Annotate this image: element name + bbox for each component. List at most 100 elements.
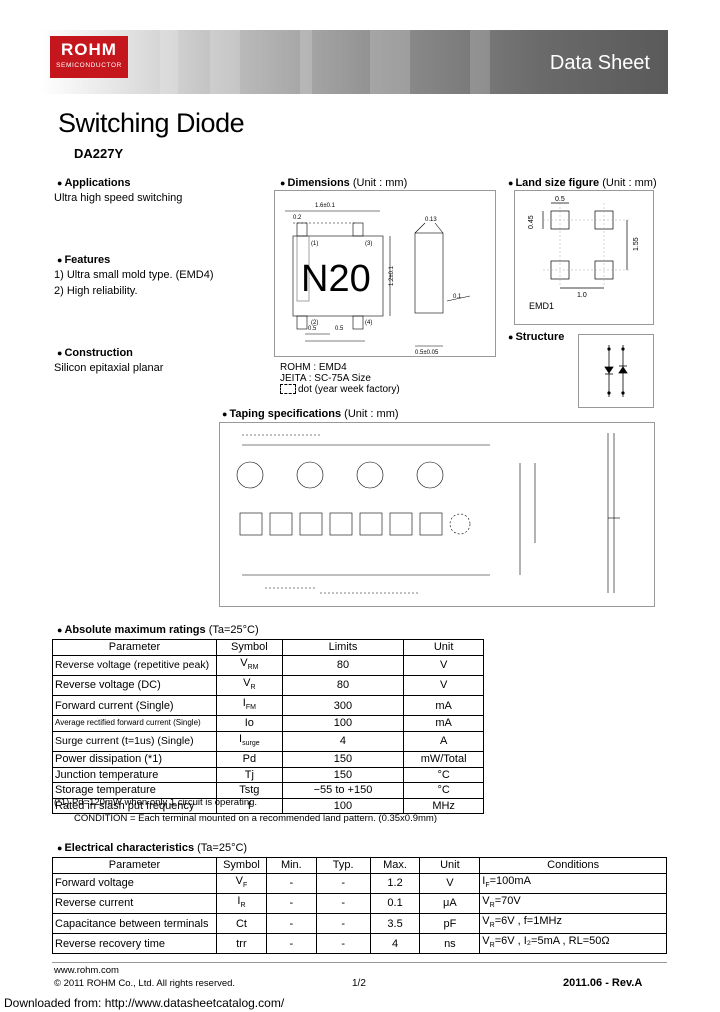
param-cell: Reverse voltage (repetitive peak) <box>52 654 217 676</box>
header-banner <box>40 30 668 94</box>
dimensions-drawing: 1.6±0.1 1.2±0.1 0.5 0.5 0.2 0.13 0.1 0.5… <box>274 190 496 357</box>
param-cell: Surge current (t=1us) (Single) <box>52 730 217 752</box>
symbol-text: V <box>240 656 248 669</box>
limit-cell: 300 <box>281 694 405 717</box>
typ-text: - <box>341 917 346 930</box>
dim-label: 1.2±0.1 <box>389 265 395 286</box>
symbol-text: Pd <box>242 753 257 766</box>
unit-text: mW/Total <box>420 753 467 766</box>
part-number: DA227Y <box>74 146 124 161</box>
unit-cell: V <box>403 654 484 676</box>
typ-text: - <box>341 937 346 950</box>
cond-rest: =6V , I₂=5mA , RL=50Ω <box>494 935 610 948</box>
symbol-text: Ct <box>235 917 247 930</box>
land-dim: 0.45 <box>528 215 535 229</box>
unit-cell: A <box>403 730 484 752</box>
param-text: Forward current (Single) <box>55 699 174 712</box>
param-cell: Forward voltage <box>52 872 217 894</box>
param-cell: Rated in slash put frequency <box>52 797 217 815</box>
land-dim: 1.0 <box>577 292 587 299</box>
unit-text: V <box>439 659 448 672</box>
dim-label: 0.13 <box>425 217 437 223</box>
symbol-cell: Io <box>215 715 283 732</box>
column-header: Parameter <box>52 857 217 874</box>
footer-divider <box>52 962 667 963</box>
limit-cell: 4 <box>281 730 405 752</box>
min-cell: - <box>265 872 317 894</box>
symbol-text: V <box>243 676 251 689</box>
param-cell: Forward current (Single) <box>52 694 217 717</box>
bullet-icon: ● <box>57 178 63 188</box>
param-text: Reverse current <box>55 897 134 910</box>
param-text: Capacitance between terminals <box>55 917 209 930</box>
symbol-text: I <box>237 894 241 907</box>
abs-max-footnote: (*1) Pd=120mW when only 1 circuit is ope… <box>54 797 258 808</box>
symbol-cell: Ct <box>215 912 267 935</box>
max-cell: 4 <box>369 933 421 955</box>
unit-text: μA <box>443 897 457 910</box>
construction-text: Silicon epitaxial planar <box>54 362 164 374</box>
column-header: Limits <box>281 639 405 656</box>
bullet-icon: ● <box>57 348 63 358</box>
cond-rest: =100mA <box>489 874 531 887</box>
cond-text: V <box>482 914 490 927</box>
construction-heading: ●Construction <box>57 347 133 359</box>
land-dim: 0.5 <box>555 196 565 203</box>
unit-cell: V <box>419 872 481 894</box>
symbol-cell: f <box>215 797 283 815</box>
symbol-cell: Pd <box>215 750 283 768</box>
symbol-cell: IFM <box>215 694 283 717</box>
cond-text: V <box>482 935 490 948</box>
typ-text: - <box>341 897 346 910</box>
symbol-cell: VF <box>215 872 267 894</box>
pin-label: (1) <box>311 241 318 247</box>
page-title: Switching Diode <box>58 108 245 138</box>
cond-subscript: R <box>489 942 495 950</box>
limit-cell: 150 <box>281 750 405 768</box>
symbol-text: trr <box>236 937 247 950</box>
dim-label: 0.5±0.05 <box>415 350 439 356</box>
max-text: 3.5 <box>387 917 403 930</box>
limit-cell: −55 to +150 <box>281 782 405 799</box>
unit-cell: MHz <box>403 797 484 815</box>
limit-text: 80 <box>336 679 350 692</box>
bullet-icon: ● <box>222 409 228 419</box>
symbol-cell: trr <box>215 933 267 955</box>
conditions-cell: VR=6V , I₂=5mA , RL=50Ω <box>479 933 667 955</box>
min-cell: - <box>265 912 317 935</box>
column-header: Conditions <box>479 857 667 874</box>
unit-text: pF <box>443 917 457 930</box>
typ-text: - <box>341 877 346 890</box>
applications-text: Ultra high speed switching <box>54 192 183 204</box>
symbol-text: Tstg <box>239 784 260 797</box>
param-cell: Capacitance between terminals <box>52 912 217 935</box>
unit-text: ns <box>444 937 456 950</box>
limit-text: 300 <box>333 699 353 712</box>
limit-cell: 80 <box>281 674 405 696</box>
symbol-subscript: F <box>242 881 248 889</box>
unit-cell: pF <box>419 912 481 935</box>
cond-text: V <box>482 894 490 907</box>
land-size-heading: ●Land size figure (Unit : mm) <box>508 177 657 189</box>
unit-cell: V <box>403 674 484 696</box>
typ-cell: - <box>315 872 371 894</box>
typ-cell: - <box>315 933 371 955</box>
cond-subscript: R <box>489 922 495 930</box>
download-source-link[interactable]: Downloaded from: http://www.datasheetcat… <box>4 996 285 1010</box>
param-cell: Reverse voltage (DC) <box>52 674 217 696</box>
taping-svg <box>236 433 620 594</box>
min-cell: - <box>265 933 317 955</box>
limit-text: 80 <box>336 659 350 672</box>
limit-text: 100 <box>333 800 353 813</box>
param-text: Average rectified forward current (Singl… <box>55 718 201 728</box>
footer-url[interactable]: www.rohm.com <box>54 965 119 976</box>
max-text: 0.1 <box>387 897 403 910</box>
symbol-cell: Tj <box>215 766 283 784</box>
column-header: Typ. <box>315 857 371 874</box>
param-text: Forward voltage <box>55 877 134 890</box>
pin-label: (2) <box>311 320 318 326</box>
